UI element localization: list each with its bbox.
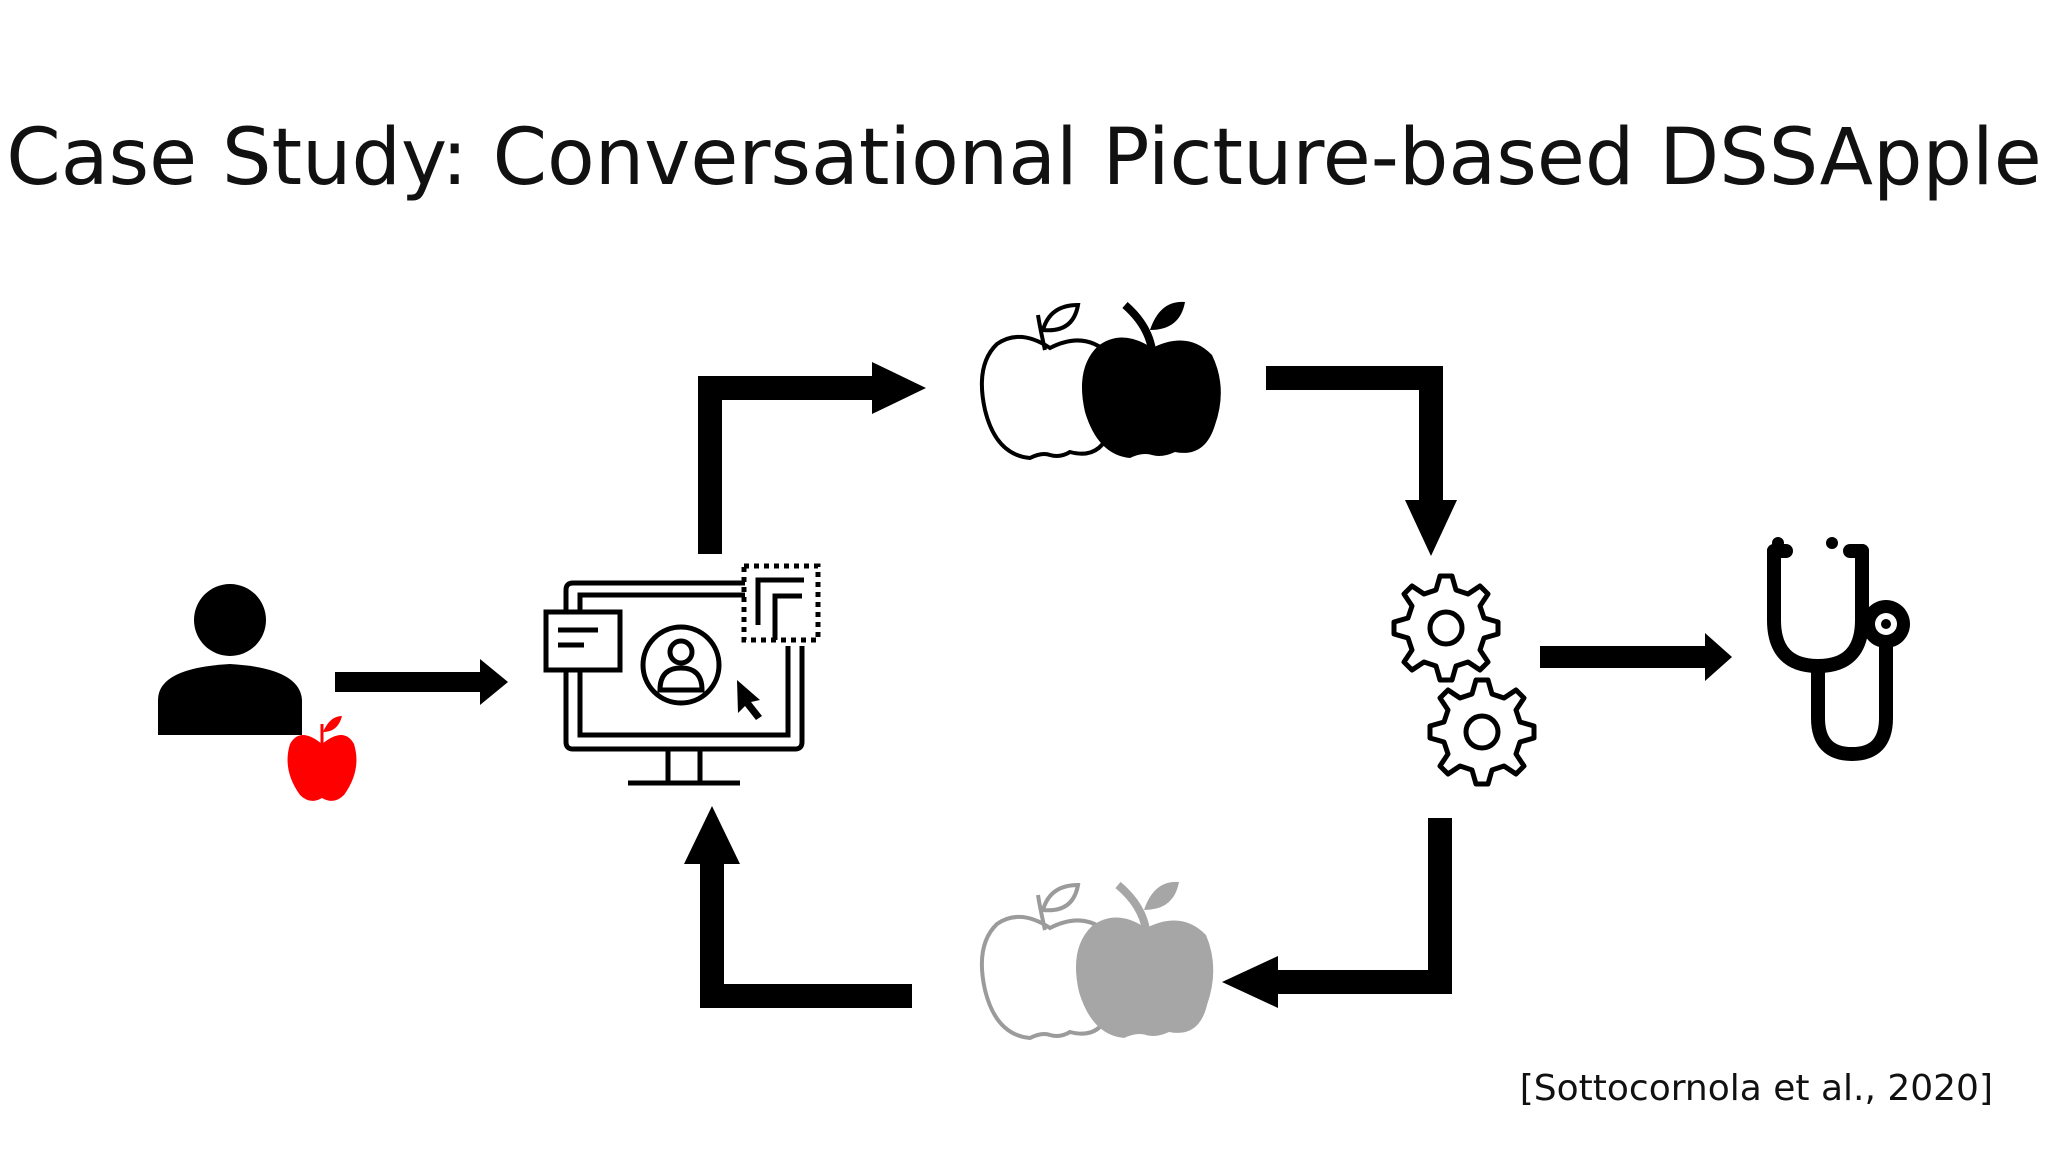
apples-icon	[979, 301, 1221, 461]
gears-icon	[1391, 573, 1537, 787]
arrow-apples-to-gears	[1266, 366, 1457, 556]
user-icon	[158, 584, 302, 735]
arrow-user-to-computer	[335, 659, 508, 705]
apples-icon	[979, 881, 1214, 1041]
arrow-gears-to-stethoscope	[1540, 633, 1732, 681]
arrow-bottom-apples-to-computer	[684, 806, 912, 1008]
arrow-computer-to-apples	[698, 362, 926, 554]
computer-screen-icon	[543, 563, 821, 786]
stethoscope-icon	[1767, 537, 1910, 762]
apple-icon	[287, 716, 357, 801]
citation: [Sottocornola et al., 2020]	[1519, 1068, 1993, 1109]
slide-title: Case Study: Conversational Picture-based…	[6, 113, 2042, 203]
arrow-gears-to-bottom-apples	[1222, 818, 1452, 1008]
